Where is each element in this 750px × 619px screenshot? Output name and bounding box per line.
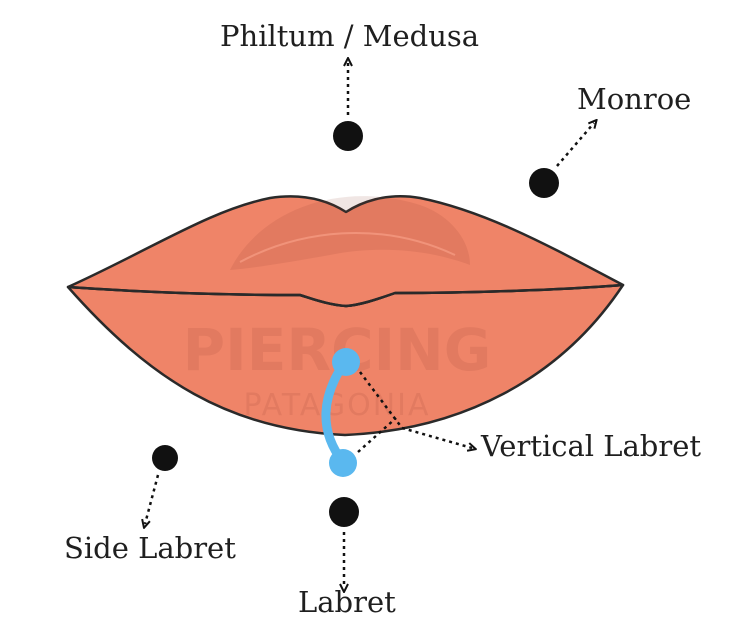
vertical-labret-jewelry (321, 348, 360, 477)
lip-piercing-diagram: PIERCING PATAGONIA (66, 0, 625, 600)
watermark-line2: PATAGONIA (243, 388, 430, 423)
monroe-label: Monroe (577, 82, 692, 116)
pointer-arrows (145, 62, 594, 588)
lip-line (67, 283, 624, 308)
barbell-bottom-ball (329, 449, 357, 477)
fern-icon (230, 196, 470, 270)
labret-label: Labret (298, 585, 396, 619)
watermark-logo: PIERCING PATAGONIA (183, 196, 491, 423)
labret-piercing-dot (329, 497, 359, 527)
philtrum-medusa-label: Philtum / Medusa (220, 19, 480, 53)
monroe-piercing-dot (529, 168, 559, 198)
barbell-top-ball (332, 348, 360, 376)
side-labret-piercing-dot (152, 445, 178, 471)
vertical-labret-arrow-main (401, 426, 472, 448)
philtrum-piercing-dot (333, 121, 363, 151)
monroe-arrow (556, 123, 594, 167)
side-labret-arrow (145, 474, 160, 524)
vertical-labret-arrow-lower (357, 417, 397, 453)
vertical-labret-label: Vertical Labret (481, 429, 702, 463)
side-labret-label: Side Labret (64, 531, 236, 565)
